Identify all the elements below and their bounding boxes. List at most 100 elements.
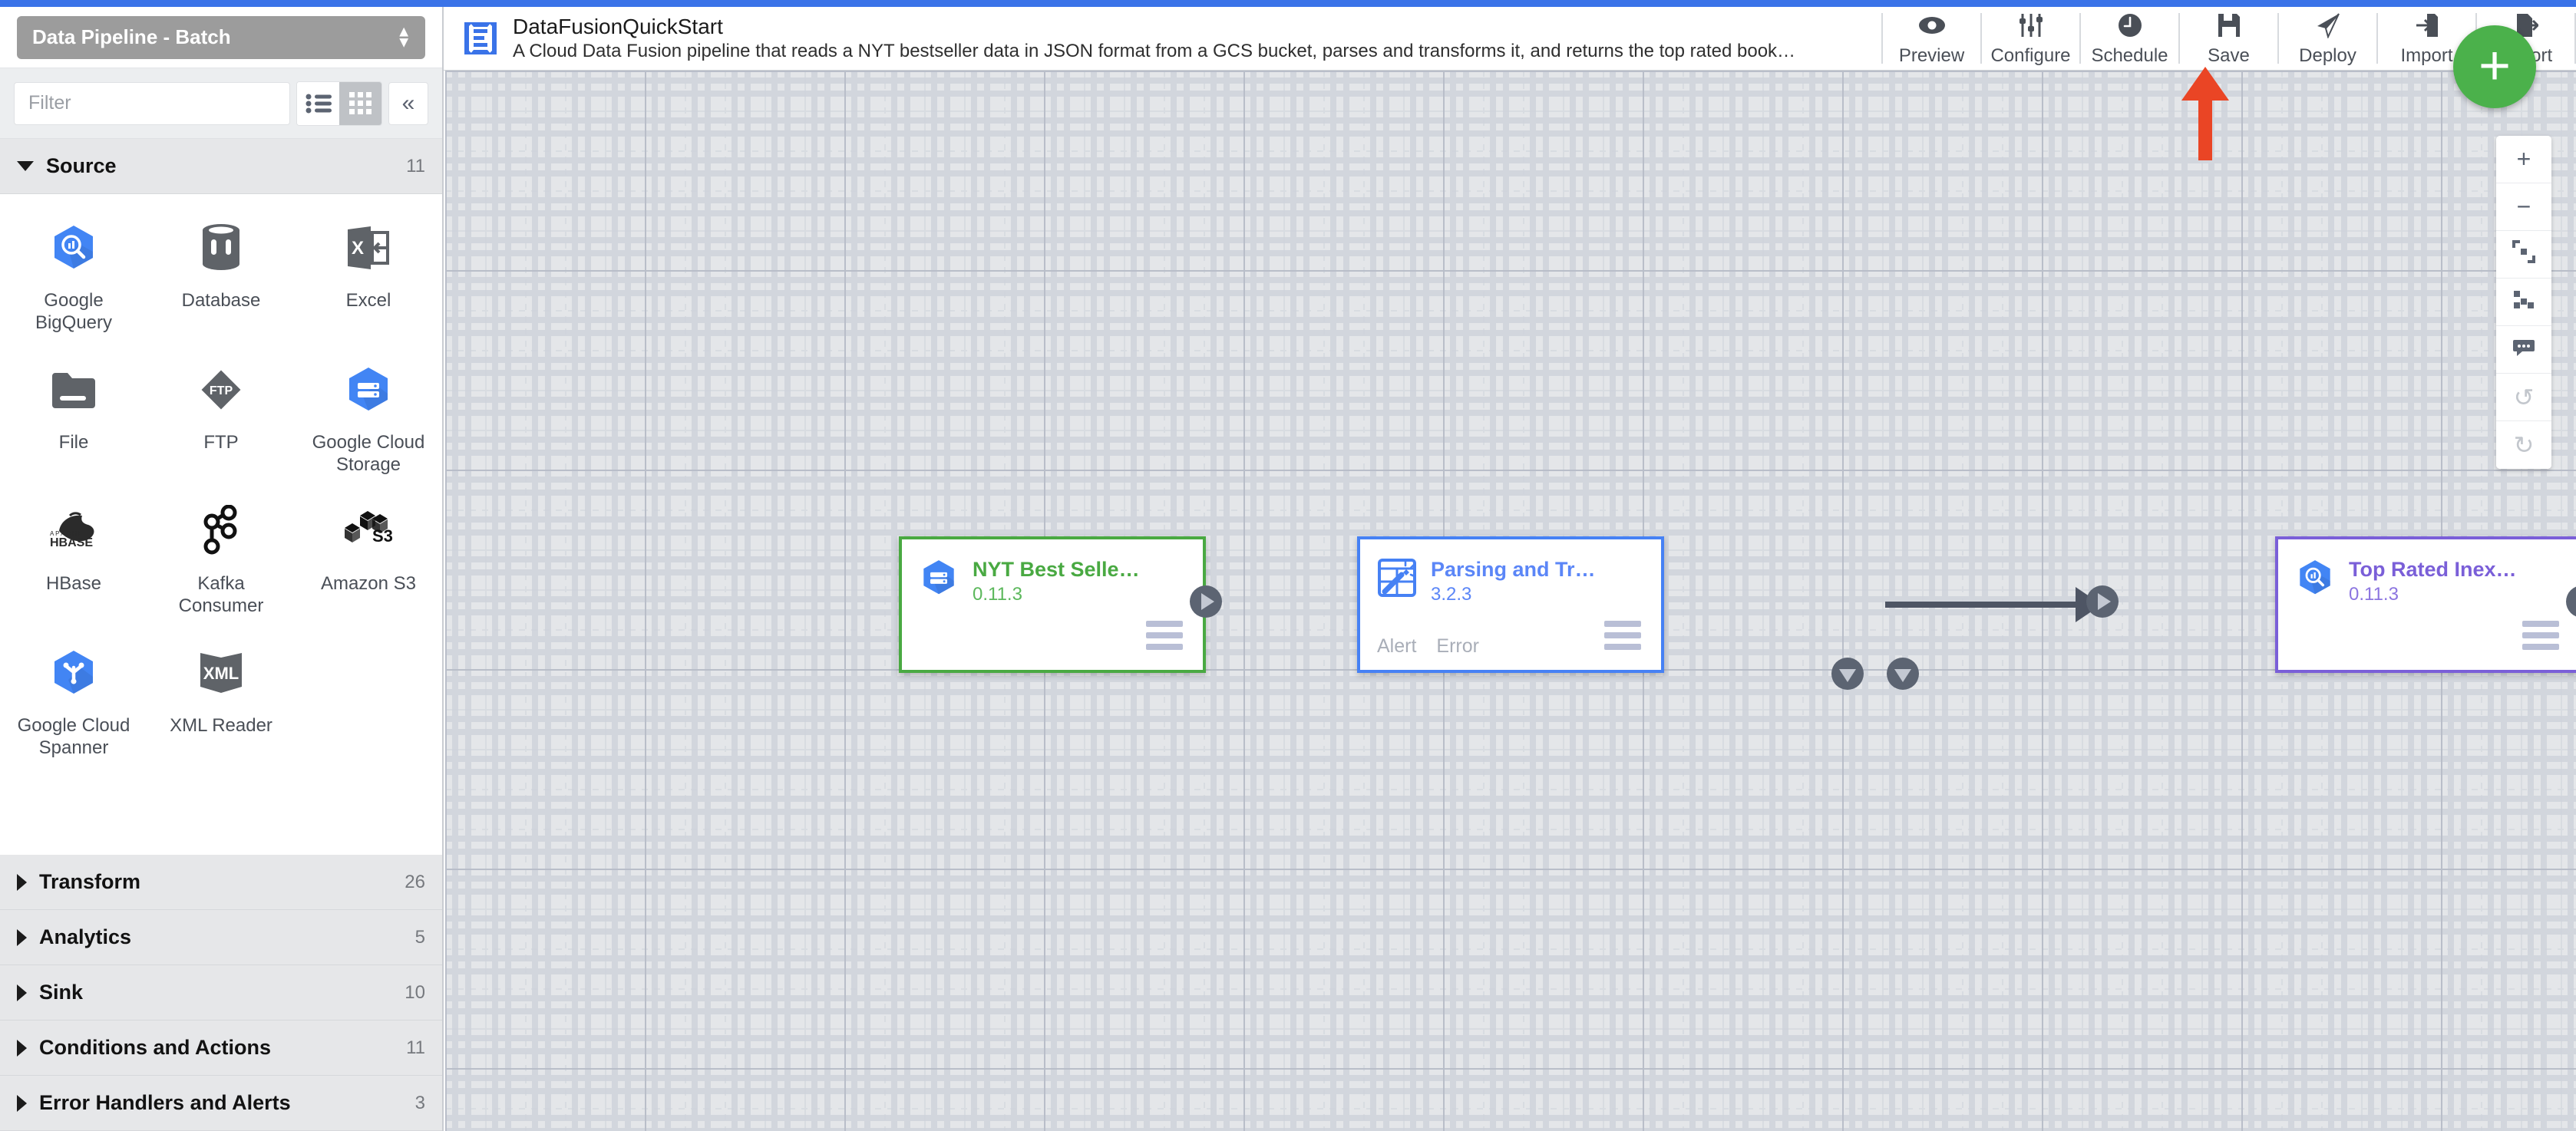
toolbar-divider (1980, 13, 1982, 64)
list-view-button[interactable] (297, 81, 339, 125)
cdap-e-logo-icon (462, 20, 499, 57)
undo-icon: ↺ (2513, 383, 2535, 411)
collapse-sidebar-button[interactable]: « (388, 81, 428, 125)
sidebar-section-error-handlers-and-alerts[interactable]: Error Handlers and Alerts 3 (0, 1076, 442, 1131)
plugin-amazon-s3[interactable]: S3 Amazon S3 (295, 503, 442, 618)
node-version: 0.11.3 (973, 584, 1022, 605)
amazon-s3-icon: S3 (341, 503, 396, 559)
pipeline-canvas[interactable]: NYT Best Selle… 0.11.3 Parsing an (445, 71, 2576, 1131)
plus-icon: + (2478, 35, 2512, 97)
page-title: DataFusionQuickStart (513, 14, 723, 38)
node-error-port[interactable] (1887, 658, 1919, 690)
caret-right-icon (17, 928, 27, 946)
source-plugin-grid: Google BigQuery Database (0, 194, 442, 780)
grid-view-button[interactable] (339, 81, 381, 125)
redo-button[interactable]: ↻ (2496, 421, 2551, 469)
toolbar-label: Preview (1898, 45, 1965, 66)
file-folder-icon (46, 362, 101, 417)
deploy-button[interactable]: Deploy (2279, 7, 2376, 70)
plugin-google-cloud-storage[interactable]: Google Cloud Storage (295, 362, 442, 476)
zoom-in-button[interactable]: + (2496, 136, 2551, 183)
node-menu-button[interactable] (1604, 621, 1641, 650)
ftp-icon: FTP (193, 362, 249, 417)
connection-transform-to-sink[interactable] (1885, 602, 2086, 608)
zoom-out-button[interactable]: − (2496, 183, 2551, 231)
comments-button[interactable] (2496, 326, 2551, 374)
sidebar-section-sink[interactable]: Sink 10 (0, 965, 442, 1021)
pipeline-description: A Cloud Data Fusion pipeline that reads … (513, 41, 1796, 62)
toolbar-label: Deploy (2299, 45, 2356, 66)
sidebar-section-analytics[interactable]: Analytics 5 (0, 910, 442, 965)
plugin-excel[interactable]: X Excel (295, 220, 442, 335)
database-icon (193, 220, 249, 275)
node-output-port[interactable] (1190, 585, 1222, 618)
list-view-icon (305, 93, 332, 114)
add-node-button[interactable]: + (2453, 25, 2536, 108)
section-label: Error Handlers and Alerts (39, 1091, 291, 1114)
toolbar-divider (2376, 13, 2378, 64)
view-toggle-group (296, 81, 382, 126)
toolbar-label: Import (2400, 45, 2453, 66)
preview-button[interactable]: Preview (1883, 7, 1980, 70)
sliders-icon (2018, 10, 2044, 41)
plugin-label: FTP (203, 431, 239, 453)
fit-to-screen-button[interactable] (2496, 231, 2551, 279)
section-count: 3 (414, 1092, 425, 1113)
sidebar-section-source[interactable]: Source 11 (0, 139, 442, 194)
fit-to-screen-icon (2512, 239, 2535, 269)
svg-text:S3: S3 (372, 526, 393, 546)
undo-button[interactable]: ↺ (2496, 374, 2551, 421)
node-output-port[interactable] (2566, 585, 2576, 618)
node-error-ports: Alert Error (1377, 635, 1479, 658)
node-output-port[interactable] (2086, 585, 2119, 618)
node-menu-button[interactable] (2522, 621, 2559, 650)
plugin-label: Excel (345, 290, 391, 311)
plugin-label: Database (181, 290, 261, 311)
plugin-google-cloud-spanner[interactable]: Google Cloud Spanner (0, 645, 147, 760)
node-version: 3.2.3 (1431, 584, 1472, 605)
toolbar-label: Configure (1990, 45, 2071, 66)
sidebar-section-transform[interactable]: Transform 26 (0, 855, 442, 910)
pipeline-toolbar: Preview Configure Schedule (1881, 7, 2576, 70)
align-nodes-button[interactable] (2496, 279, 2551, 326)
plugin-kafka-consumer[interactable]: Kafka Consumer (147, 503, 295, 618)
google-cloud-storage-icon (919, 558, 959, 598)
section-count: 5 (414, 926, 425, 948)
eye-icon (1917, 10, 1947, 41)
caret-right-icon (17, 1094, 27, 1112)
node-alert-port[interactable] (1831, 658, 1864, 690)
caret-down-icon (17, 161, 34, 171)
plugin-ftp[interactable]: FTP FTP (147, 362, 295, 476)
plugin-hbase[interactable]: A P A C H E HBASE HBase (0, 503, 147, 618)
plugin-label: Kafka Consumer (178, 573, 264, 617)
search-input[interactable] (14, 81, 290, 125)
svg-text:X: X (352, 238, 364, 259)
node-header: Top Rated Inex… 0.11.3 (2278, 539, 2576, 608)
node-menu-button[interactable] (1146, 621, 1183, 650)
node-name: Top Rated Inex… (2349, 558, 2517, 581)
save-button[interactable]: Save (2180, 7, 2277, 70)
plugin-label: Google BigQuery (35, 290, 113, 334)
plugin-google-bigquery[interactable]: Google BigQuery (0, 220, 147, 335)
toolbar-divider (2277, 13, 2279, 64)
plugin-xml-reader[interactable]: XML XML Reader (147, 645, 295, 760)
section-count: 10 (405, 981, 425, 1003)
plugin-database[interactable]: Database (147, 220, 295, 335)
top-accent-bar (0, 0, 2576, 7)
plugin-label: Amazon S3 (320, 573, 417, 595)
redo-icon: ↻ (2513, 431, 2535, 459)
section-count: 11 (406, 155, 425, 176)
pipeline-type-select[interactable]: Data Pipeline - Batch ▲▼ (17, 15, 425, 59)
pipeline-node-sink[interactable]: Top Rated Inex… 0.11.3 (2275, 536, 2576, 673)
hbase-icon: A P A C H E HBASE (46, 503, 101, 559)
configure-button[interactable]: Configure (1982, 7, 2079, 70)
pipeline-node-source[interactable]: NYT Best Selle… 0.11.3 (899, 536, 1206, 673)
schedule-button[interactable]: Schedule (2081, 7, 2178, 70)
plugin-file[interactable]: File (0, 362, 147, 476)
svg-text:XML: XML (203, 664, 239, 683)
plugin-label: HBase (45, 573, 102, 595)
node-header: NYT Best Selle… 0.11.3 (902, 539, 1203, 608)
pipeline-node-transform[interactable]: Parsing and Tr… 3.2.3 Alert Error (1357, 536, 1664, 673)
sidebar-section-conditions-and-actions[interactable]: Conditions and Actions 11 (0, 1021, 442, 1076)
pipeline-info: DataFusionQuickStart A Cloud Data Fusion… (444, 7, 1881, 70)
